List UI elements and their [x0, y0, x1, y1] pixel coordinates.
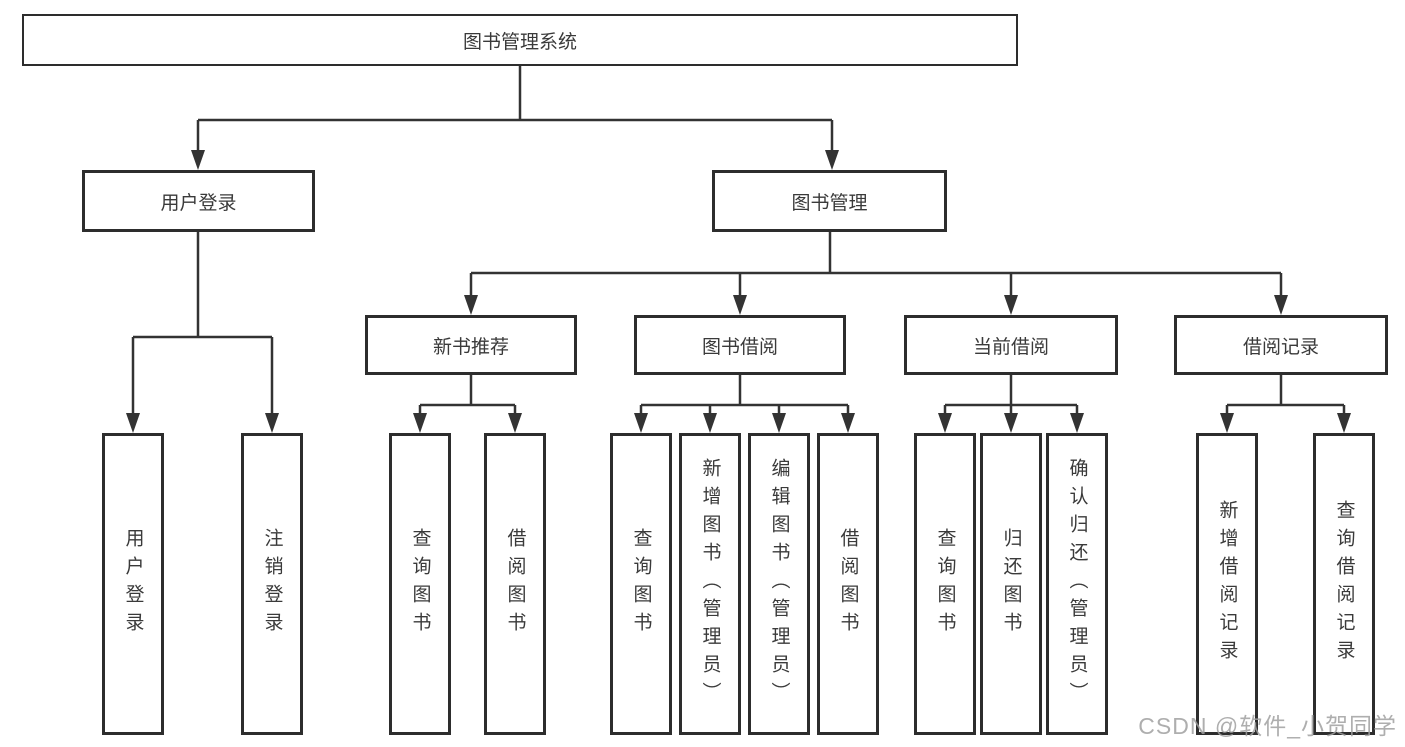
- node-borrow-records-label: 借阅记录: [1242, 336, 1319, 358]
- watermark: CSDN @软件_小贺同学: [1138, 713, 1397, 739]
- node-borrow-records: 借阅记录: [1174, 315, 1388, 375]
- leaf-edit-books-admin: 编辑图书（管理员）: [748, 433, 810, 735]
- leaf-add-books-admin: 新增图书（管理员）: [679, 433, 741, 735]
- leaf-return-books: 归还图书: [980, 433, 1042, 735]
- leaf-query-books-current: 查询图书: [914, 433, 976, 735]
- leaf-logout: 注销登录: [241, 433, 303, 735]
- leaf-add-borrow-record-label: 新增借阅记录: [1216, 500, 1238, 668]
- leaf-query-books-recommend-label: 查询图书: [409, 528, 431, 640]
- node-user-login-label: 用户登录: [160, 192, 237, 214]
- leaf-add-borrow-record: 新增借阅记录: [1196, 433, 1258, 735]
- leaf-add-books-admin-label: 新增图书（管理员）: [699, 458, 721, 710]
- leaf-user-login-label: 用户登录: [122, 528, 144, 640]
- node-book-borrow: 图书借阅: [634, 315, 846, 375]
- node-current-borrow-label: 当前借阅: [972, 336, 1049, 358]
- leaf-query-books-current-label: 查询图书: [934, 528, 956, 640]
- leaf-edit-books-admin-label: 编辑图书（管理员）: [768, 458, 790, 710]
- node-book-management: 图书管理: [712, 170, 947, 232]
- leaf-confirm-return-admin-label: 确认归还（管理员）: [1066, 458, 1088, 710]
- node-root: 图书管理系统: [22, 14, 1018, 66]
- leaf-borrow-books: 借阅图书: [817, 433, 879, 735]
- node-current-borrow: 当前借阅: [904, 315, 1118, 375]
- leaf-borrow-books-recommend: 借阅图书: [484, 433, 546, 735]
- leaf-user-login: 用户登录: [102, 433, 164, 735]
- leaf-query-borrow-record: 查询借阅记录: [1313, 433, 1375, 735]
- node-new-book-recommend: 新书推荐: [365, 315, 577, 375]
- leaf-query-books-borrow-label: 查询图书: [630, 528, 652, 640]
- node-book-borrow-label: 图书借阅: [701, 336, 778, 358]
- node-book-management-label: 图书管理: [791, 192, 868, 214]
- leaf-query-borrow-record-label: 查询借阅记录: [1333, 500, 1355, 668]
- leaf-borrow-books-label: 借阅图书: [837, 528, 859, 640]
- leaf-logout-label: 注销登录: [261, 528, 283, 640]
- node-new-book-recommend-label: 新书推荐: [432, 336, 509, 358]
- leaf-query-books-recommend: 查询图书: [389, 433, 451, 735]
- leaf-borrow-books-recommend-label: 借阅图书: [504, 528, 526, 640]
- node-user-login: 用户登录: [82, 170, 315, 232]
- node-root-label: 图书管理系统: [462, 31, 577, 53]
- leaf-query-books-borrow: 查询图书: [610, 433, 672, 735]
- leaf-return-books-label: 归还图书: [1000, 528, 1022, 640]
- leaf-confirm-return-admin: 确认归还（管理员）: [1046, 433, 1108, 735]
